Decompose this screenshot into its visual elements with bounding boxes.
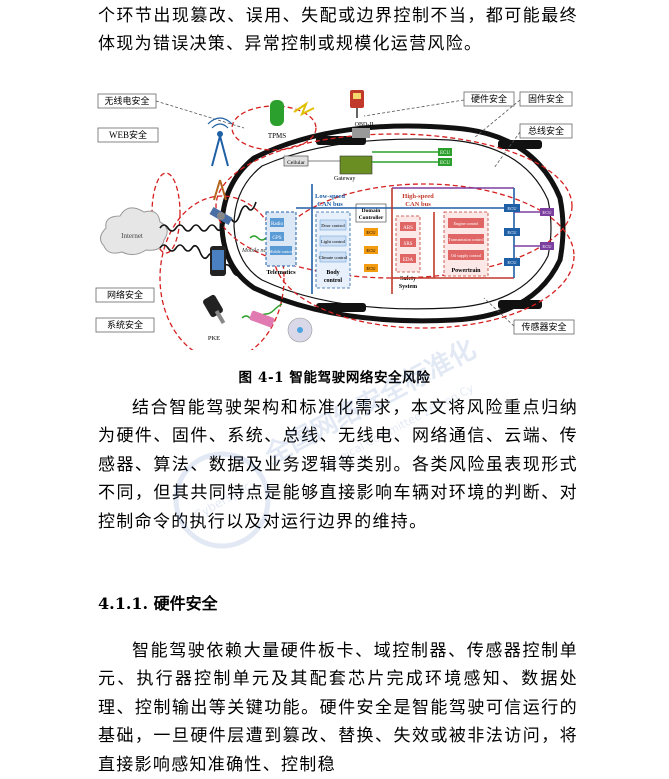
ecu-label: ECU: [366, 248, 376, 253]
light-control-label: Light control: [321, 239, 346, 244]
obd-label: OBD-II: [355, 122, 374, 128]
abs-label: ABS: [403, 226, 413, 231]
label-system-security: 系统安全: [107, 319, 143, 330]
label-bus-security: 总线安全: [528, 125, 564, 136]
risk-zone-inner: [273, 183, 575, 329]
figure-smart-driving-security: 无线电安全 WEB安全 网络安全 系统安全 硬件安全 固件安全 总线安全 传感器…: [94, 88, 580, 361]
eda-label: EDA: [403, 258, 414, 263]
low-speed-can-sub: CAN bus: [317, 201, 343, 208]
cd-disc-icon: [287, 317, 313, 343]
internet-label: Internet: [121, 232, 143, 240]
wheel-icon: [316, 303, 366, 312]
ecu-label: ECU: [366, 266, 376, 271]
intro-paragraph: 个环节出现篡改、误用、失配或边界控制不当，都可能最终体现为错误决策、异常控制或规…: [98, 6, 578, 55]
obd-port-icon: [352, 128, 370, 138]
transmission-control-label: Transmission control: [448, 237, 484, 242]
obd-device-icon: [350, 90, 364, 118]
cellular-label: Cellular: [287, 160, 305, 166]
tpms-icon: [270, 100, 315, 126]
label-web-security: WEB安全: [109, 129, 147, 140]
high-speed-can-sub: CAN bus: [405, 201, 431, 208]
ecu-label: ECU: [507, 230, 517, 235]
door-control-label: Door control: [321, 223, 345, 228]
pke-key-icon: [203, 294, 226, 325]
pke-label: PKE: [208, 335, 220, 342]
section-heading: 4.1.1. 硬件安全: [98, 594, 218, 613]
ecu-label: ECU: [507, 260, 517, 265]
oil-supply-control-label: Oil supply control: [451, 253, 482, 258]
ecu-label: ECU: [366, 230, 376, 235]
telematics-label: Telematics: [266, 269, 296, 276]
label-sensor-security: 传感器安全: [521, 321, 566, 332]
gateway-board-icon: [339, 155, 373, 175]
label-network-security: 网络安全: [107, 289, 143, 300]
satellite-icon: [209, 207, 233, 225]
high-speed-can-title: High-speed: [402, 193, 434, 200]
body-control-title: Body: [326, 270, 339, 276]
label-firmware-security: 固件安全: [528, 93, 564, 104]
gateway-label: Gateway: [334, 176, 355, 182]
wheel-icon: [498, 140, 542, 149]
car-outline: [219, 123, 566, 324]
ecu-label: ECU: [542, 210, 552, 215]
cell-tower-icon: [207, 117, 233, 167]
wireless-link: [159, 244, 241, 277]
low-speed-can-title: Low-speed: [315, 193, 345, 200]
wheel-icon: [498, 300, 542, 309]
mobile-network-label: Mobile network: [241, 248, 280, 254]
ecu-label: ECU: [542, 244, 552, 249]
body-control-sub: control: [324, 278, 343, 284]
body-paragraph: 智能驾驶依赖大量硬件板卡、域控制器、传感器控制单元、执行器控制单元及其配套芯片完…: [98, 641, 578, 775]
radio-label: Radio: [271, 222, 283, 227]
ecu-label: ECU: [507, 206, 517, 211]
mobile-control-label: Mobile control: [269, 249, 294, 254]
body-paragraph: 结合智能驾驶架构和标准化需求，本文将风险重点归纳为硬件、固件、系统、总线、无线电…: [98, 398, 578, 532]
risk-zone-outer: [215, 133, 573, 279]
label-hardware-security: 硬件安全: [471, 93, 507, 104]
powertrain-title: Powertrain: [452, 268, 482, 274]
cloud-icon: Internet: [100, 207, 168, 256]
climate-control-label: Climate control: [319, 255, 348, 260]
safety-system-title: Safety: [400, 276, 416, 282]
safety-system-sub: System: [399, 284, 417, 290]
engine-control-label: Engine control: [454, 221, 480, 226]
usb-drive-icon: [249, 310, 275, 328]
antenna-icon: [213, 179, 227, 201]
wheel-icon: [316, 136, 366, 145]
domain-controller-title: Domain: [362, 208, 381, 214]
label-wireless-security: 无线电安全: [104, 95, 149, 106]
ecu-label: ECU: [440, 161, 450, 166]
wireless-link: [159, 201, 257, 232]
ecu-label: ECU: [440, 151, 450, 156]
domain-controller-sub: Controller: [359, 215, 384, 221]
tpms-label: TPMS: [268, 132, 286, 140]
figure-caption: 图 4-1 智能驾驶网络安全风险: [238, 370, 431, 386]
srs-label: SRS: [404, 242, 413, 247]
smartphone-icon: [210, 246, 226, 276]
gps-label: GPS: [272, 236, 281, 241]
